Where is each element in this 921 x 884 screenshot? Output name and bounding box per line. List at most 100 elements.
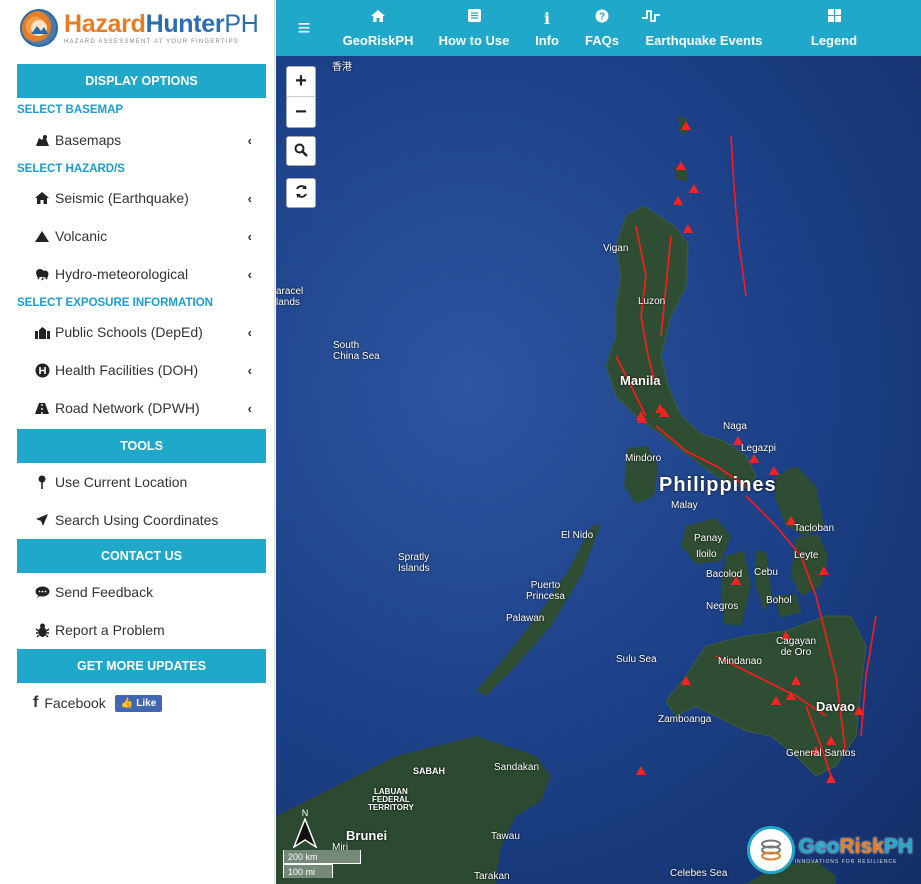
location-arrow-icon bbox=[33, 513, 51, 527]
nav-legend[interactable]: Legend bbox=[784, 0, 884, 56]
get-more-updates-header: GET MORE UPDATES bbox=[17, 649, 266, 683]
report-a-problem[interactable]: Report a Problem bbox=[0, 611, 274, 649]
map-view[interactable]: 香港 aracel lands South China Sea Spratly … bbox=[276, 56, 921, 884]
zoom-out-button[interactable]: − bbox=[295, 100, 307, 123]
map-label-panay: Panay bbox=[694, 533, 723, 544]
scale-mi: 100 mi bbox=[283, 864, 333, 878]
map-label-leyte: Leyte bbox=[794, 550, 819, 561]
tool-label: Search Using Coordinates bbox=[55, 512, 219, 528]
map-label-tawau: Tawau bbox=[491, 831, 520, 842]
chevron-left-icon: ‹ bbox=[247, 266, 252, 282]
scale-km: 200 km bbox=[283, 850, 361, 864]
logo-badge-icon bbox=[20, 9, 58, 47]
map-label-tacloban: Tacloban bbox=[794, 523, 835, 534]
facebook-like-button[interactable]: 👍 Like bbox=[114, 694, 163, 712]
select-exposure-label: SELECT EXPOSURE INFORMATION bbox=[17, 297, 213, 309]
map-label-labuan: LABUAN FEDERAL TERRITORY bbox=[368, 787, 414, 812]
chevron-left-icon: ‹ bbox=[247, 132, 252, 148]
question-icon: ? bbox=[595, 9, 609, 29]
volcano-icon bbox=[33, 230, 51, 243]
nav-label: GeoRiskPH bbox=[342, 32, 414, 48]
map-label-brunei: Brunei bbox=[346, 828, 388, 843]
map-label-vigan: Vigan bbox=[603, 243, 629, 254]
landmass-mindoro bbox=[624, 446, 658, 504]
north-arrow-icon bbox=[292, 816, 318, 849]
georiskph-logo-icon bbox=[746, 826, 795, 874]
road-icon bbox=[33, 402, 51, 415]
menu-item-hydro[interactable]: Hydro-meteorological ‹ bbox=[0, 255, 274, 293]
map-label-hongkong: 香港 bbox=[332, 62, 352, 73]
facebook-label[interactable]: Facebook bbox=[44, 695, 106, 711]
map-label-south-china-sea: South China Sea bbox=[333, 340, 380, 362]
menu-item-seismic[interactable]: Seismic (Earthquake) ‹ bbox=[0, 179, 274, 217]
menu-item-label: Seismic (Earthquake) bbox=[55, 190, 189, 206]
zoom-in-button[interactable]: + bbox=[287, 67, 315, 97]
north-arrow: N bbox=[292, 808, 318, 850]
georiskph-subtitle: INNOVATIONS FOR RESILIENCE bbox=[794, 859, 898, 865]
school-icon bbox=[33, 326, 51, 339]
map-scale-bar: 200 km 100 mi bbox=[283, 850, 361, 878]
list-icon bbox=[467, 8, 481, 29]
map-label-sulu-sea: Sulu Sea bbox=[616, 654, 657, 665]
storm-cloud-icon bbox=[33, 268, 51, 281]
nav-label: How to Use bbox=[438, 32, 510, 48]
map-label-sabah: SABAH bbox=[413, 766, 446, 776]
map-label-general-santos: General Santos bbox=[786, 748, 856, 759]
map-label-miri: Miri bbox=[332, 842, 349, 853]
logo-title: HazardHunterPH bbox=[64, 9, 259, 38]
use-current-location[interactable]: Use Current Location bbox=[0, 463, 274, 501]
fault-lines bbox=[615, 135, 877, 777]
chevron-left-icon: ‹ bbox=[247, 362, 252, 378]
nav-label: Legend bbox=[810, 32, 858, 48]
map-label-spratly: Spratly Islands bbox=[398, 552, 430, 574]
svg-text:?: ? bbox=[599, 11, 605, 22]
app-logo[interactable]: HazardHunterPH HAZARD ASSESSMENT AT YOUR… bbox=[0, 0, 274, 56]
chat-bubble-icon bbox=[33, 586, 51, 599]
menu-item-schools[interactable]: Public Schools (DepEd) ‹ bbox=[0, 313, 274, 351]
menu-item-volcanic[interactable]: Volcanic ‹ bbox=[0, 217, 274, 255]
nav-label: Earthquake Events bbox=[645, 32, 763, 48]
facebook-icon: f bbox=[33, 694, 39, 711]
menu-item-label: Health Facilities (DOH) bbox=[55, 362, 199, 378]
display-options-header: DISPLAY OPTIONS bbox=[17, 64, 266, 98]
select-basemap-label: SELECT BASEMAP bbox=[17, 104, 124, 116]
search-using-coordinates[interactable]: Search Using Coordinates bbox=[0, 501, 274, 539]
home-icon bbox=[370, 9, 386, 29]
info-icon: i bbox=[543, 8, 551, 28]
map-label-mindoro: Mindoro bbox=[625, 453, 662, 464]
map-label-manila: Manila bbox=[620, 373, 661, 388]
menu-item-roads[interactable]: Road Network (DPWH) ‹ bbox=[0, 389, 274, 427]
top-nav-bar: ≡ GeoRiskPH How to Use i Info ? FAQs bbox=[276, 0, 921, 56]
nav-earthquake-events[interactable]: Earthquake Events bbox=[634, 0, 784, 56]
map-refresh-button[interactable] bbox=[286, 178, 316, 208]
send-feedback[interactable]: Send Feedback bbox=[0, 573, 274, 611]
map-label-davao: Davao bbox=[816, 699, 856, 714]
map-label-puerto-princesa: Puerto Princesa bbox=[526, 580, 565, 602]
hamburger-menu-icon[interactable]: ≡ bbox=[297, 15, 311, 40]
chevron-left-icon: ‹ bbox=[247, 190, 252, 206]
hospital-icon bbox=[33, 363, 51, 378]
nav-faqs[interactable]: ? FAQs bbox=[570, 0, 634, 56]
sidebar: HazardHunterPH HAZARD ASSESSMENT AT YOUR… bbox=[0, 0, 275, 884]
menu-item-health[interactable]: Health Facilities (DOH) ‹ bbox=[0, 351, 274, 389]
nav-info[interactable]: i Info bbox=[524, 0, 570, 56]
map-search-button[interactable] bbox=[286, 136, 316, 166]
map-label-negros: Negros bbox=[706, 601, 739, 612]
map-label-zamboanga: Zamboanga bbox=[658, 714, 712, 725]
tool-label: Report a Problem bbox=[55, 622, 165, 638]
nav-how-to-use[interactable]: How to Use bbox=[424, 0, 524, 56]
map-label-celebes-sea: Celebes Sea bbox=[670, 868, 728, 879]
chevron-left-icon: ‹ bbox=[247, 400, 252, 416]
map-label-sandakan: Sandakan bbox=[494, 762, 540, 773]
nav-georiskph[interactable]: GeoRiskPH bbox=[332, 0, 424, 56]
menu-item-label: Road Network (DPWH) bbox=[55, 400, 200, 416]
menu-item-basemaps[interactable]: Basemaps ‹ bbox=[0, 121, 274, 159]
pulse-icon bbox=[642, 9, 662, 29]
map-label-malay: Malay bbox=[671, 500, 698, 511]
map-label-paracel: aracel lands bbox=[276, 286, 304, 308]
tool-label: Use Current Location bbox=[55, 474, 188, 490]
landmass-cebu bbox=[756, 551, 772, 611]
map-label-tarakan: Tarakan bbox=[474, 871, 510, 882]
search-icon bbox=[294, 141, 308, 162]
landmass-panay bbox=[681, 518, 731, 564]
